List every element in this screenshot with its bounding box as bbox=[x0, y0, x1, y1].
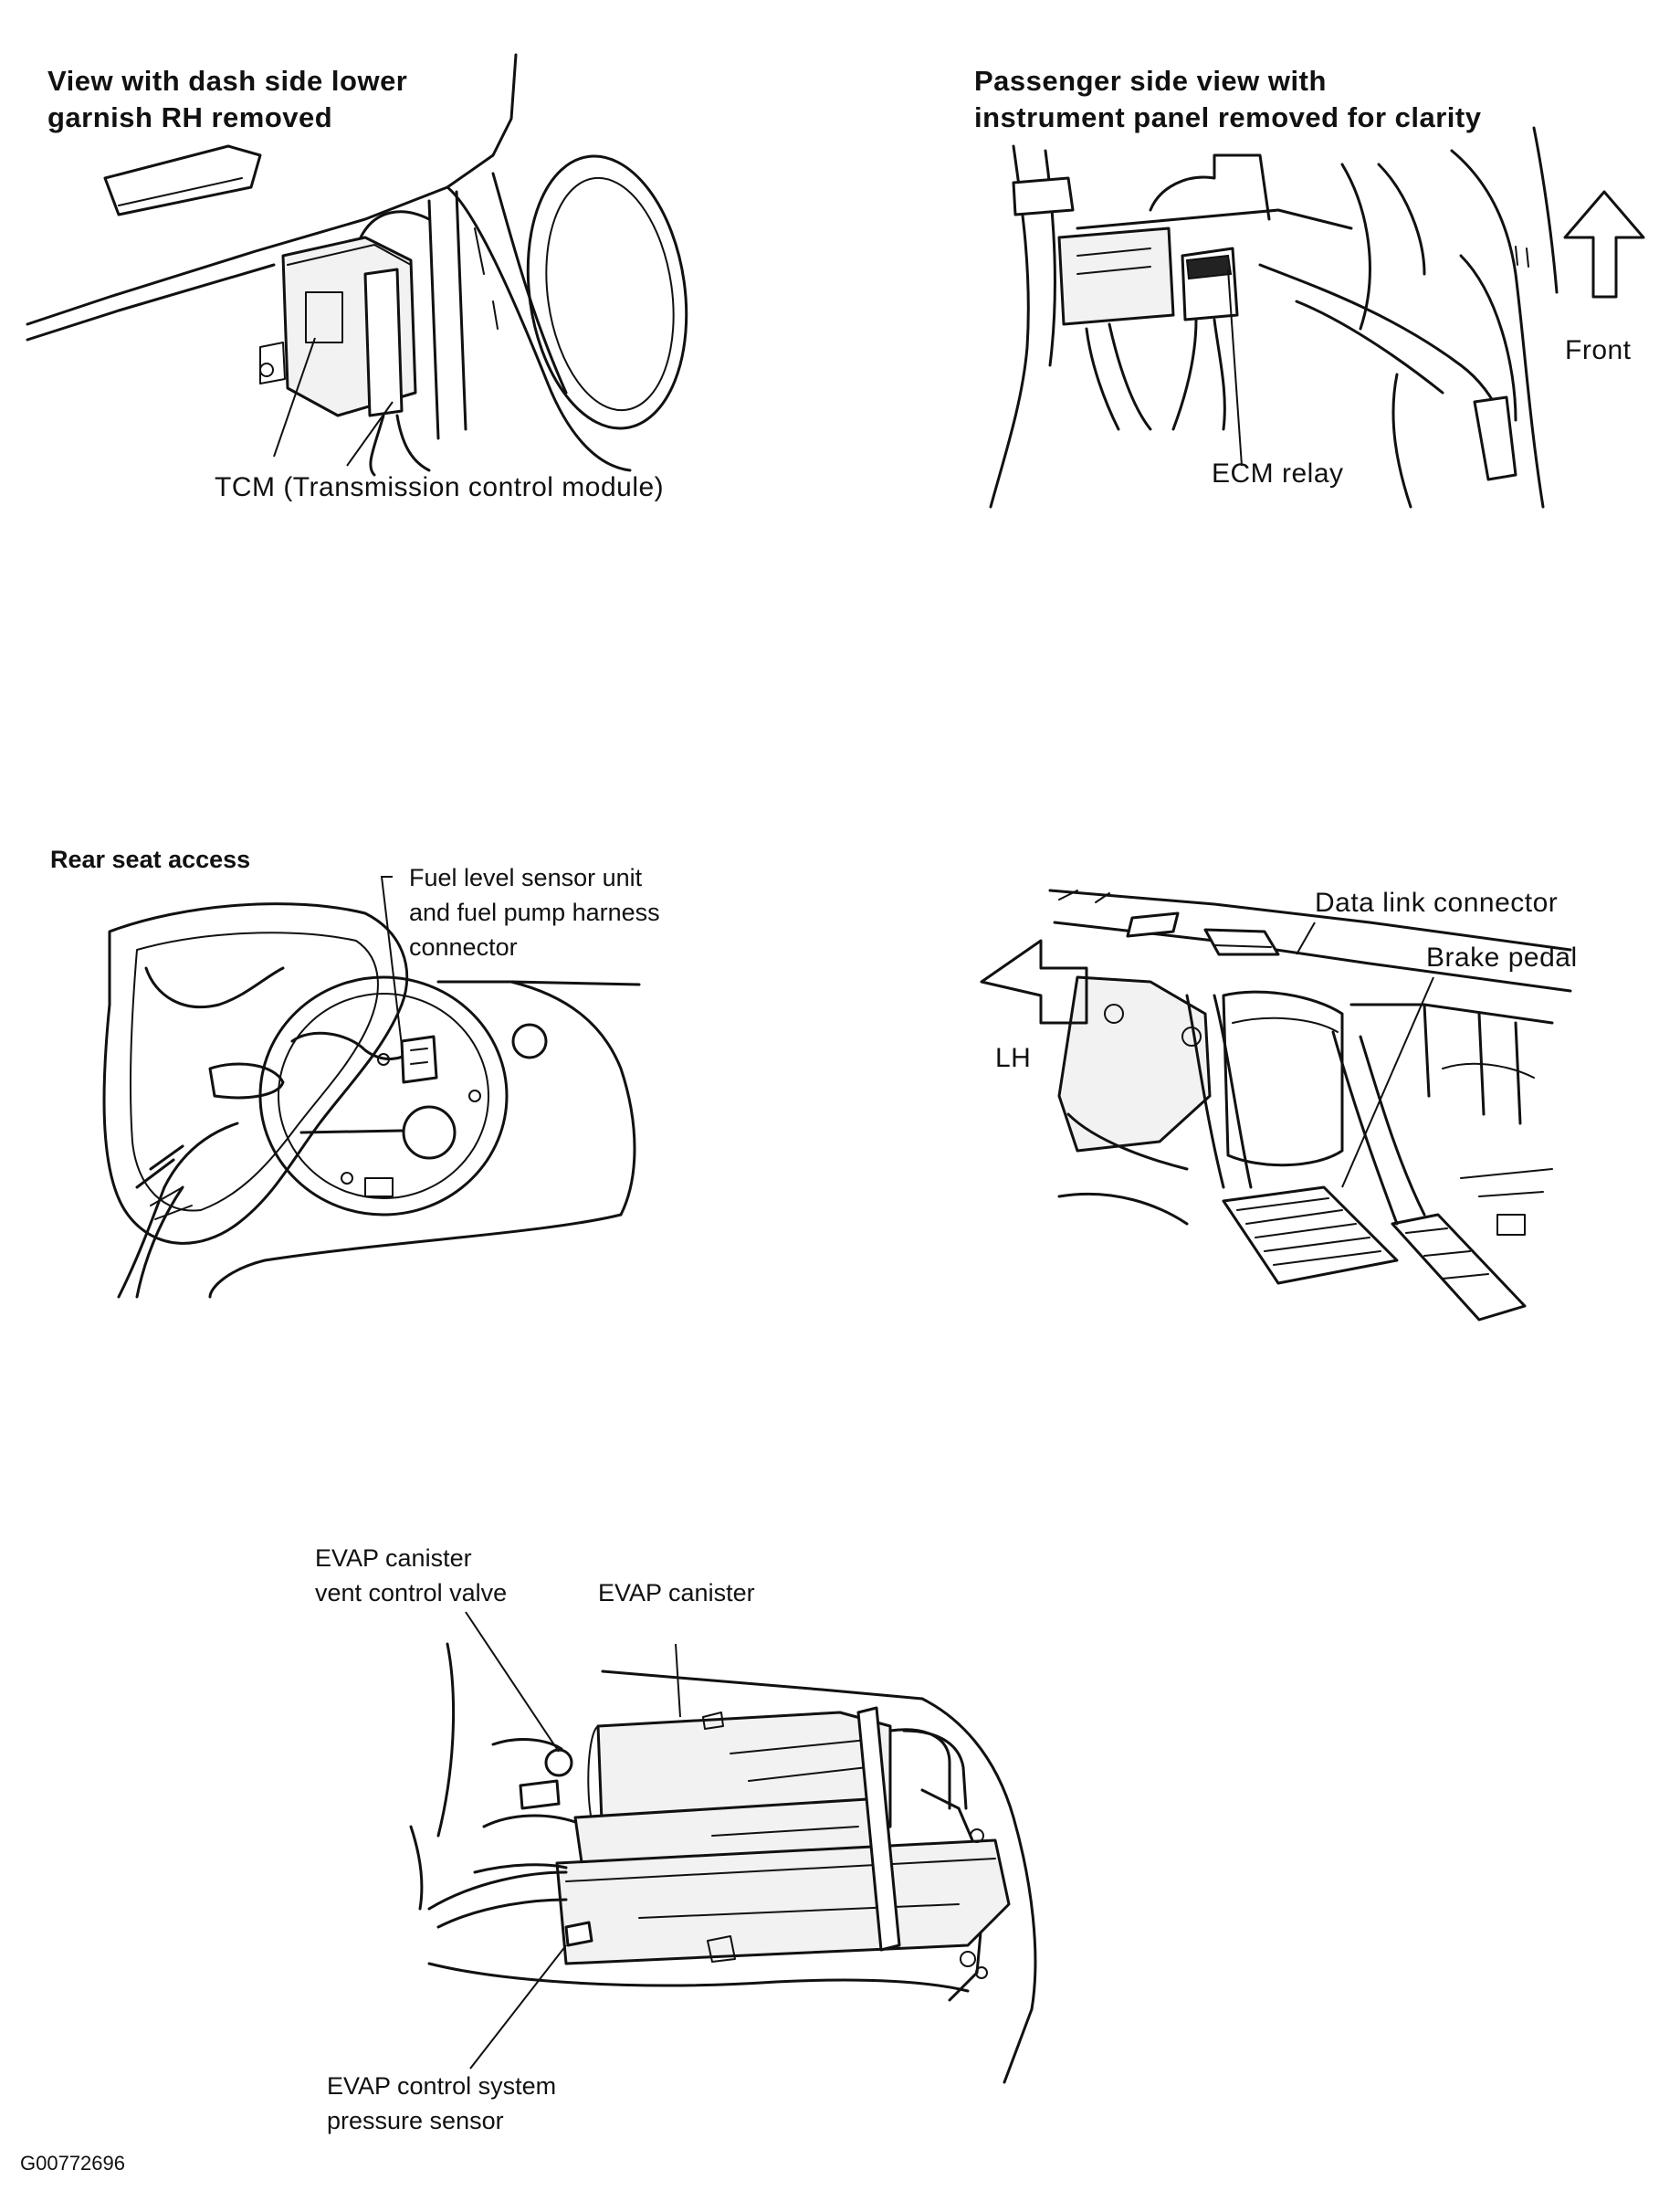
figure-reference-number: G00772696 bbox=[20, 2152, 125, 2175]
fuel-level-sensor-callout-line1: Fuel level sensor unit bbox=[409, 864, 643, 891]
brake-pedal-callout-label: Brake pedal bbox=[1426, 943, 1578, 973]
tcm-view-title-line2: garnish RH removed bbox=[47, 101, 333, 133]
rear-seat-access-title: Rear seat access bbox=[50, 846, 251, 873]
ecm-relay-illustration bbox=[989, 126, 1645, 509]
evap-vent-valve-callout-line2: vent control valve bbox=[315, 1579, 508, 1606]
fuel-level-sensor-illustration bbox=[102, 876, 641, 1299]
tcm-view-title-line1: View with dash side lower bbox=[47, 65, 408, 97]
data-link-connector-callout-label: Data link connector bbox=[1315, 888, 1559, 918]
evap-vent-valve-callout-line1: EVAP canister bbox=[315, 1544, 472, 1572]
ecm-relay-callout-label: ECM relay bbox=[1212, 458, 1344, 489]
front-direction-label: Front bbox=[1565, 335, 1632, 365]
data-link-connector-illustration bbox=[980, 889, 1572, 1322]
evap-pressure-sensor-callout-line2: pressure sensor bbox=[327, 2107, 504, 2134]
lh-direction-label: LH bbox=[995, 1043, 1032, 1073]
tcm-callout-label: TCM (Transmission control module) bbox=[215, 472, 665, 502]
evap-canister-callout-label: EVAP canister bbox=[598, 1579, 755, 1606]
ecm-view-title-line1: Passenger side view with bbox=[974, 65, 1327, 97]
front-arrow-icon bbox=[1563, 190, 1645, 299]
fuel-level-sensor-callout-line2: and fuel pump harness bbox=[409, 899, 660, 926]
tcm-illustration bbox=[26, 53, 688, 477]
fuel-level-sensor-callout-line3: connector bbox=[409, 933, 518, 961]
evap-canister-illustration bbox=[409, 1611, 1037, 2084]
evap-pressure-sensor-callout-line1: EVAP control system bbox=[327, 2072, 557, 2100]
lh-arrow-icon bbox=[980, 939, 1088, 1025]
ecm-view-title-line2: instrument panel removed for clarity bbox=[974, 101, 1482, 133]
